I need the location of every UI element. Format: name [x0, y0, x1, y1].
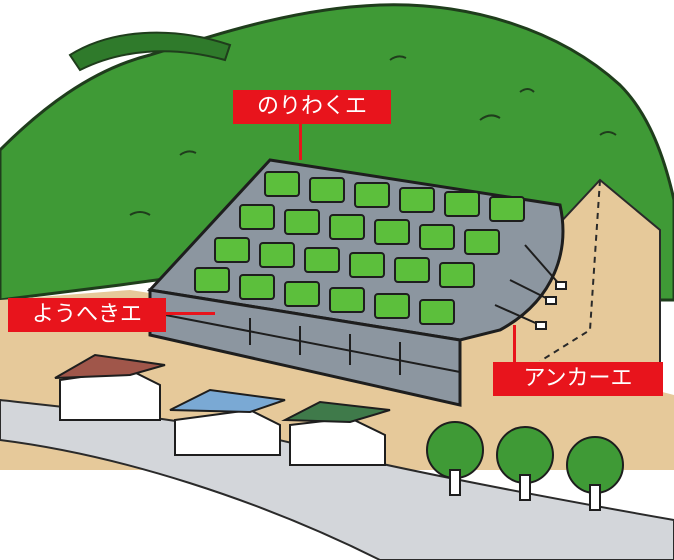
- trees: [426, 421, 624, 511]
- retaining-wall-label: ようへきエ: [8, 298, 166, 332]
- houses: [54, 353, 391, 466]
- cloud: [68, 31, 232, 72]
- wall-lines: [149, 311, 461, 375]
- retaining-wall-leader: [165, 312, 215, 315]
- grass-strokes: [129, 55, 617, 216]
- slope-frame-leader: [299, 124, 302, 160]
- road-markings: [29, 502, 261, 555]
- anchor-cables: [494, 244, 567, 330]
- anchor-leader: [513, 325, 516, 363]
- slope-frame-label: のりわくエ: [233, 90, 391, 124]
- frame-grass-cells: [194, 171, 525, 325]
- anchor-label: アンカーエ: [493, 362, 663, 396]
